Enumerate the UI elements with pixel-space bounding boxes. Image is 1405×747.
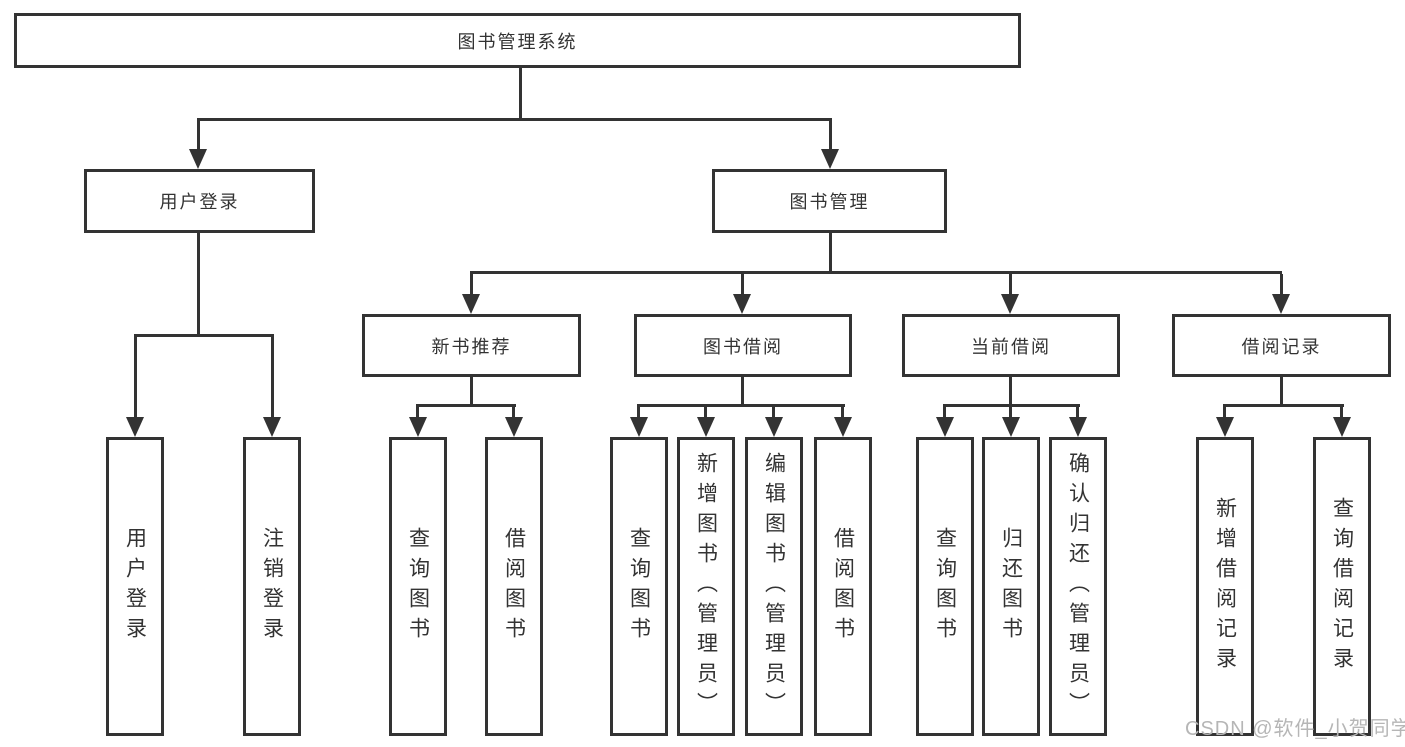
leaf-query-borrow-record: 查询借阅记录 [1313, 437, 1371, 736]
leaf-label: 确认归还（管理员） [1066, 451, 1090, 722]
connector-stub [741, 274, 744, 296]
connector-drop [470, 377, 473, 407]
connector-stub [1280, 274, 1283, 296]
node-label: 新书推荐 [431, 336, 512, 357]
connector-stub [512, 407, 515, 419]
leaf-return-books: 归还图书 [982, 437, 1040, 736]
leaf-add-books-admin: 新增图书（管理员） [677, 437, 735, 736]
node-current-borrow: 当前借阅 [902, 314, 1120, 377]
arrow-down-icon [1272, 294, 1290, 314]
leaf-query-books-current: 查询图书 [916, 437, 974, 736]
arrow-down-icon [1002, 417, 1020, 437]
node-label: 图书管理 [789, 192, 870, 212]
arrow-down-icon [733, 294, 751, 314]
connector-branch [416, 404, 516, 407]
connector-stub [134, 337, 137, 417]
node-label: 图书借阅 [703, 336, 783, 357]
connector-stub [772, 407, 775, 419]
connector-stub [829, 121, 832, 150]
arrow-down-icon [462, 294, 480, 314]
arrow-down-icon [1216, 417, 1234, 437]
node-label: 借阅记录 [1241, 336, 1322, 357]
arrow-down-icon [1001, 294, 1019, 314]
leaf-logout: 注销登录 [243, 437, 301, 736]
connector-stub [841, 407, 844, 419]
leaf-edit-books-admin: 编辑图书（管理员） [745, 437, 803, 736]
leaf-label: 查询图书 [627, 526, 651, 647]
leaf-label: 归还图书 [999, 526, 1023, 647]
connector-drop [741, 377, 744, 407]
connector-stub [470, 274, 473, 296]
arrow-down-icon [1069, 417, 1087, 437]
leaf-label: 新增借阅记录 [1213, 496, 1237, 677]
leaf-borrow-books-borrow: 借阅图书 [814, 437, 872, 736]
connector-drop [1280, 377, 1283, 407]
leaf-label: 借阅图书 [831, 526, 855, 647]
connector-userlogin-drop [197, 233, 200, 337]
node-label: 图书管理系统 [457, 31, 578, 52]
connector-stub [704, 407, 707, 419]
leaf-borrow-books-recommend: 借阅图书 [485, 437, 543, 736]
leaf-query-books-recommend: 查询图书 [389, 437, 447, 736]
node-borrow-records: 借阅记录 [1172, 314, 1391, 377]
arrow-down-icon [936, 417, 954, 437]
arrow-down-icon [765, 417, 783, 437]
connector-root-drop [519, 68, 522, 120]
arrow-down-icon [630, 417, 648, 437]
connector-bookmgmt-drop [829, 233, 832, 274]
node-new-book-recommend: 新书推荐 [362, 314, 581, 377]
arrow-down-icon [1333, 417, 1351, 437]
arrow-down-icon [697, 417, 715, 437]
arrow-down-icon [126, 417, 144, 437]
connector-stub [1223, 407, 1226, 419]
arrow-down-icon [821, 149, 839, 169]
connector-stub [943, 407, 946, 419]
connector-stub [1009, 407, 1012, 419]
arrow-down-icon [505, 417, 523, 437]
leaf-label: 查询图书 [933, 526, 957, 647]
connector-branch [943, 404, 1080, 407]
node-book-borrow: 图书借阅 [634, 314, 852, 377]
node-label: 当前借阅 [971, 336, 1051, 357]
connector-drop [1009, 377, 1012, 407]
leaf-label: 注销登录 [260, 526, 284, 647]
leaf-label: 查询图书 [406, 526, 430, 647]
arrow-down-icon [409, 417, 427, 437]
arrow-down-icon [189, 149, 207, 169]
connector-userlogin-branch [134, 334, 274, 337]
node-user-login: 用户登录 [84, 169, 315, 233]
csdn-watermark: CSDN @软件_小贺同学 [1185, 718, 1405, 740]
connector-stub [197, 121, 200, 150]
leaf-label: 编辑图书（管理员） [762, 451, 786, 722]
connector-branch [637, 404, 845, 407]
connector-branch [1223, 404, 1344, 407]
node-label: 用户登录 [159, 192, 240, 212]
leaf-user-login: 用户登录 [106, 437, 164, 736]
connector-bookmgmt-branch [470, 271, 1282, 274]
connector-stub [1076, 407, 1079, 419]
connector-stub [637, 407, 640, 419]
leaf-query-books-borrow: 查询图书 [610, 437, 668, 736]
connector-stub [1009, 274, 1012, 296]
arrow-down-icon [834, 417, 852, 437]
node-book-management: 图书管理 [712, 169, 947, 233]
leaf-label: 借阅图书 [502, 526, 526, 647]
leaf-add-borrow-record: 新增借阅记录 [1196, 437, 1254, 736]
leaf-label: 新增图书（管理员） [694, 451, 718, 722]
leaf-label: 用户登录 [123, 526, 147, 647]
node-library-management-system: 图书管理系统 [14, 13, 1021, 68]
connector-root-branch [197, 118, 832, 121]
leaf-confirm-return-admin: 确认归还（管理员） [1049, 437, 1107, 736]
arrow-down-icon [263, 417, 281, 437]
leaf-label: 查询借阅记录 [1330, 496, 1354, 677]
connector-stub [271, 337, 274, 417]
connector-stub [1340, 407, 1343, 419]
connector-stub [416, 407, 419, 419]
